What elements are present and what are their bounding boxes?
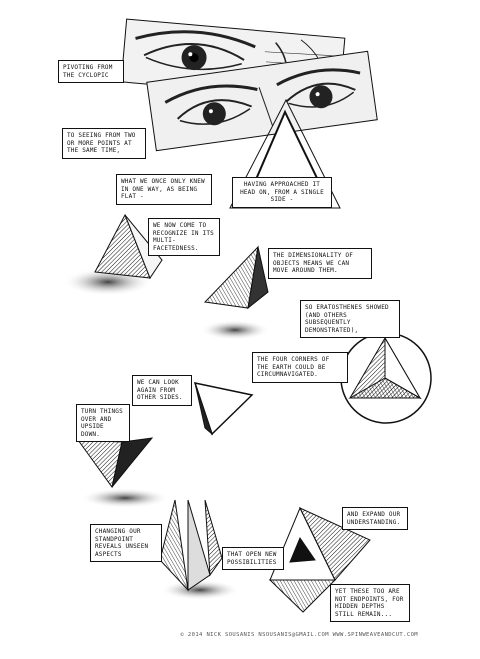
caption-hidden-depths: Yet these too are not endpoints, for hid… <box>330 584 410 622</box>
caption-pivoting: Pivoting from the cyclopic <box>58 60 124 83</box>
tetrahedron-inverted <box>76 437 170 508</box>
caption-flat: What we once only knew in one way, as be… <box>116 174 212 205</box>
caption-head-on: Having approached it head on, from a sin… <box>232 177 332 208</box>
tetrahedron-1 <box>63 213 163 296</box>
caption-new-possibilities: that open new possibilities <box>222 547 284 570</box>
unfolding-tetrahedron <box>159 499 240 600</box>
caption-eratosthenes: So Eratosthenes showed (and others subse… <box>300 300 400 338</box>
caption-two-points: To seeing from two or more points at the… <box>62 128 146 159</box>
caption-multifaceted: We now come to recognize in its multi-fa… <box>148 218 220 256</box>
two-eyes-drawing <box>164 68 361 126</box>
caption-turn-over: Turn things over and upside down. <box>76 404 130 442</box>
caption-look-again: We can look again from other sides. <box>132 375 192 406</box>
caption-standpoint: Changing our standpoint reveals unseen a… <box>90 524 162 562</box>
caption-four-corners: The four corners of the earth could be c… <box>252 352 348 383</box>
caption-expand: and expand our understanding. <box>342 507 408 530</box>
eye-panel-two-eyes <box>146 50 378 152</box>
copyright-footer: © 2014 Nick Sousanis nsousanis@gmail.com… <box>180 632 418 638</box>
caption-dimensionality: The dimensionality of objects means we c… <box>268 248 372 279</box>
tetrahedron-net <box>268 506 371 613</box>
tetrahedron-3 <box>193 381 254 436</box>
earth-circle <box>340 332 432 424</box>
tetrahedron-2 <box>200 245 270 340</box>
